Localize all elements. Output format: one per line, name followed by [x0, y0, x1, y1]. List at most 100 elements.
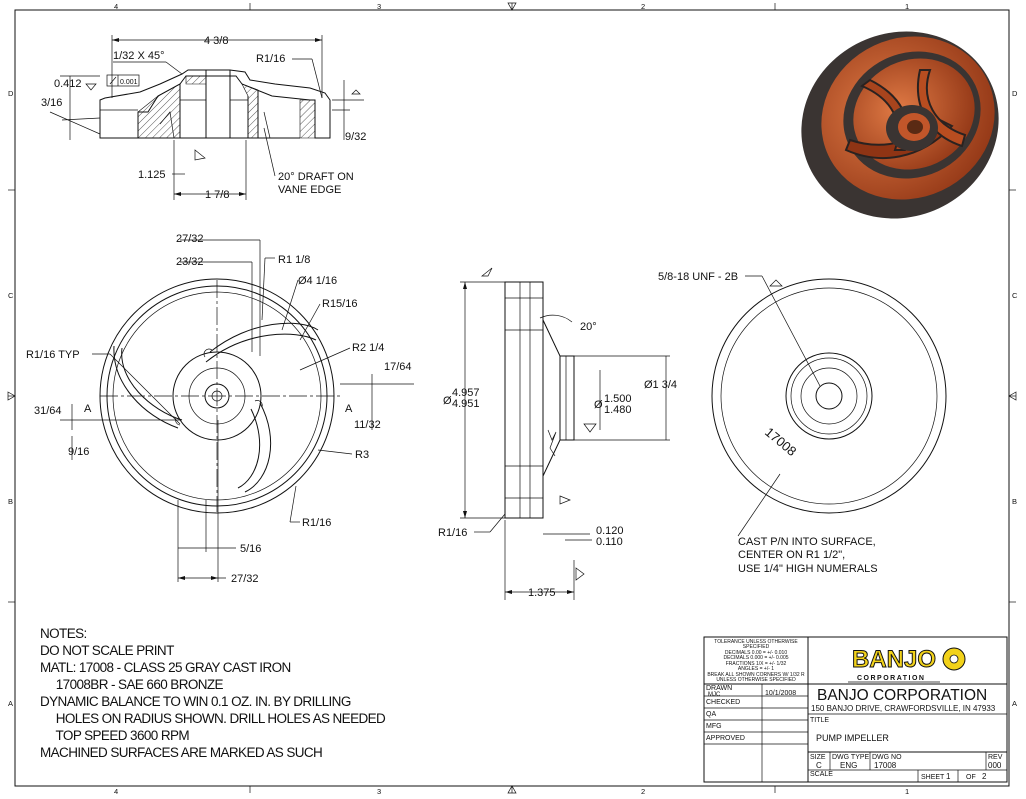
zone-right-a: A	[1012, 699, 1017, 708]
rev-value: 000	[988, 761, 1002, 770]
back-part-number: 17008	[762, 424, 799, 459]
tolerance-line-2: SPECIFIED	[743, 644, 770, 650]
front-dim-d7: 5/16	[240, 543, 261, 555]
tolerance-line-5: FRACTIONS 1/X = +/- 1/32	[726, 661, 787, 667]
side-view: 4.957 4.951 Ø 20° Ø1 3/4 1.500 1.480 Ø R…	[438, 267, 677, 600]
front-dim-d3: 17/64	[384, 361, 412, 373]
draft-note-line1: 20° DRAFT ON	[278, 171, 354, 183]
side-dim-angle: 20°	[580, 321, 597, 333]
side-dim-length: 1.375	[528, 587, 556, 599]
checked-label: CHECKED	[706, 699, 740, 706]
draft-note-line2: VANE EDGE	[278, 184, 341, 196]
side-outer-dia-symbol: Ø	[443, 395, 452, 407]
front-dim-d1: 27/32	[176, 233, 204, 245]
sheet-label: SHEET	[921, 774, 945, 781]
side-dim-bore-max: 1.500	[604, 393, 632, 405]
dwg-no-label: DWG NO	[872, 754, 902, 761]
size-value: C	[816, 761, 822, 770]
approved-label: APPROVED	[706, 735, 745, 742]
zone-right-d: D	[1012, 89, 1018, 98]
mfg-label: MFG	[706, 723, 722, 730]
side-bore-symbol: Ø	[594, 399, 603, 411]
tolerance-line-3: DECIMALS 0.00 = +/- 0.010	[725, 650, 787, 656]
drawn-label: DRAWN	[706, 685, 732, 692]
notes-line-6: TOP SPEED 3600 RPM	[40, 728, 189, 743]
zone-right-c: C	[1012, 291, 1018, 300]
of-value: 2	[982, 772, 987, 781]
side-dim-bore-min: 1.480	[604, 404, 632, 416]
notes-line-2: MATL: 17008 - CLASS 25 GRAY CAST IRON	[40, 660, 291, 675]
dim-chamfer: 1/32 X 45°	[113, 50, 165, 62]
drawing-border	[7, 2, 1017, 794]
zone-top-1: 1	[905, 2, 909, 11]
notes-line-5: HOLES ON RADIUS SHOWN. DRILL HOLES AS NE…	[40, 711, 386, 726]
section-view: 4 3/8 1/32 X 45° R1/16 0.412 0.001 3/16 …	[41, 35, 366, 201]
front-view: 27/32 23/32 R1 1/8 Ø4 1/16 R15/16 R2 1/4…	[26, 233, 414, 585]
dim-overall-dia: 4 3/8	[204, 35, 228, 47]
tolerance-line-8: UNLESS OTHERWISE SPECIFIED	[716, 677, 796, 683]
logo-sub: CORPORATION	[857, 675, 925, 682]
front-dim-d2: 23/32	[176, 256, 204, 268]
zone-labels: 4 3 2 1 4 3 2 1 D C B A D C B A	[8, 2, 1018, 796]
company-address: 150 BANJO DRIVE, CRAWFORDSVILLE, IN 4793…	[811, 704, 996, 713]
zone-bottom-3: 3	[377, 787, 381, 796]
front-dim-hole: Ø4 1/16	[298, 275, 337, 287]
front-dim-d4: 31/64	[34, 405, 62, 417]
dim-hub-dia: 1.125	[138, 169, 166, 181]
of-label: OF	[966, 774, 976, 781]
flatness-tolerance: 0.001	[120, 79, 138, 86]
drawn-by: MJC	[708, 692, 721, 698]
back-cast-note-3: USE 1/4" HIGH NUMERALS	[738, 563, 878, 575]
front-dim-r4: R1/16 TYP	[26, 349, 80, 361]
notes-title: NOTES:	[40, 626, 87, 641]
side-dim-thick-max: 0.120	[596, 525, 624, 537]
tolerance-line-4: DECIMALS 0.000 = +/- 0.005	[723, 655, 788, 661]
section-hatch-top	[185, 75, 207, 85]
front-dim-r3: R2 1/4	[352, 342, 384, 354]
size-label: SIZE	[810, 754, 826, 761]
dim-hub-offset: 3/16	[41, 97, 62, 109]
front-dim-d8: 27/32	[231, 573, 259, 585]
drawing-title: PUMP IMPELLER	[816, 733, 889, 743]
notes-line-7: MACHINED SURFACES ARE MARKED AS SUCH	[40, 745, 322, 760]
zone-left-d: D	[8, 89, 14, 98]
rev-label: REV	[988, 754, 1003, 761]
tolerance-line-1: TOLERANCE UNLESS OTHERWISE	[714, 639, 798, 645]
section-mark-a-right: A	[345, 403, 353, 415]
section-hatch-hub-left	[137, 83, 181, 139]
side-dim-hub: Ø1 3/4	[644, 379, 677, 391]
zone-left-a: A	[8, 699, 13, 708]
banjo-logo: BANJO CORPORATION	[848, 646, 966, 683]
back-cast-note-2: CENTER ON R1 1/2",	[738, 549, 845, 561]
dim-hub-outer: 1 7/8	[205, 189, 229, 201]
section-hatch-hub-right	[241, 83, 259, 139]
back-thread-callout: 5/8-18 UNF - 2B	[658, 271, 738, 283]
title-block: TOLERANCE UNLESS OTHERWISE SPECIFIED DEC…	[703, 636, 1008, 783]
back-view: 5/8-18 UNF - 2B 17008 CAST P/N INTO SURF…	[658, 271, 947, 575]
front-dim-d5: 11/32	[354, 419, 381, 431]
zone-bottom-4: 4	[114, 787, 118, 796]
zone-left-c: C	[8, 291, 14, 300]
back-cast-note-1: CAST P/N INTO SURFACE,	[738, 536, 876, 548]
notes-line-4: DYNAMIC BALANCE TO WIN 0.1 OZ. IN. BY DR…	[40, 694, 351, 709]
front-dim-r2: R15/16	[322, 298, 357, 310]
dim-radius-rim: R1/16	[256, 53, 285, 65]
front-dim-d6: 9/16	[68, 446, 89, 458]
side-dim-fillet: R1/16	[438, 527, 467, 539]
tolerance-line-7: BREAK ALL SHOWN CORNERS W/ 1/32 R	[707, 672, 805, 678]
section-hatch-rim	[299, 99, 316, 139]
notes-block: NOTES: DO NOT SCALE PRINT MATL: 17008 - …	[40, 626, 387, 760]
front-dim-r1: R1 1/8	[278, 254, 310, 266]
tolerance-line-6: ANGLES = +/- 1	[738, 666, 774, 672]
logo-text: BANJO	[852, 646, 936, 673]
front-dim-r5: R3	[355, 449, 369, 461]
drawn-date: 10/1/2008	[765, 690, 796, 697]
side-dim-thick-min: 0.110	[596, 536, 623, 548]
sheet-value: 1	[946, 772, 951, 781]
zone-bottom-1: 1	[905, 787, 909, 796]
zone-right-b: B	[1012, 497, 1017, 506]
zone-top-2: 2	[641, 2, 645, 11]
dwg-no-value: 17008	[874, 761, 897, 770]
side-dim-outer-min: 4.951	[452, 398, 480, 410]
